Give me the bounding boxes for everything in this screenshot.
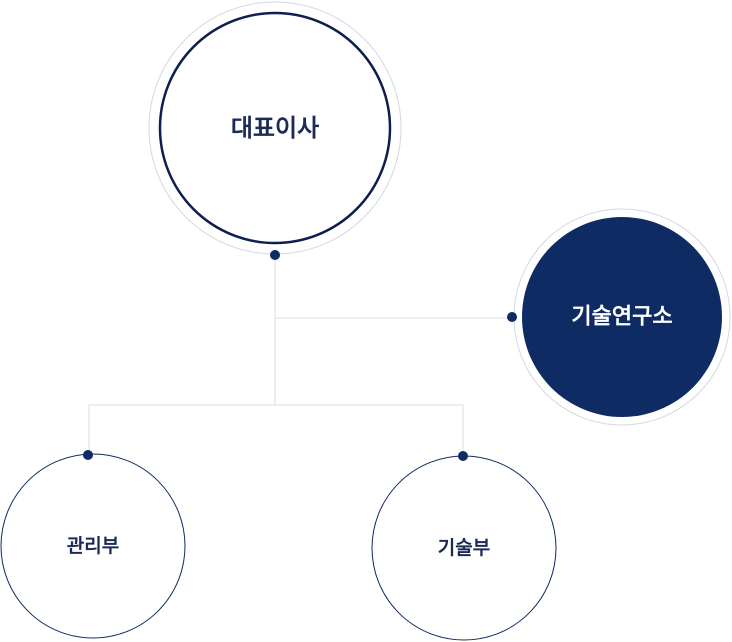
research-lab-circle: [522, 217, 722, 417]
ceo-label: 대표이사: [231, 114, 319, 142]
node-research-lab: 기술연구소: [507, 208, 731, 426]
ceo-connector-dot: [270, 250, 280, 260]
research-lab-label: 기술연구소: [571, 305, 672, 330]
node-management-dept: 관리부: [0, 450, 186, 639]
management-dept-label: 관리부: [67, 535, 119, 557]
node-ceo: 대표이사: [148, 1, 402, 260]
tech-dept-connector-dot: [458, 451, 468, 461]
management-dept-connector-dot: [83, 450, 93, 460]
ceo-circle: [158, 11, 392, 245]
connector-lines: [88, 255, 512, 456]
management-dept-circle: [0, 453, 186, 639]
tech-dept-label: 기술부: [438, 537, 490, 559]
research-lab-connector-dot: [507, 312, 517, 322]
node-tech-dept: 기술부: [371, 451, 557, 641]
